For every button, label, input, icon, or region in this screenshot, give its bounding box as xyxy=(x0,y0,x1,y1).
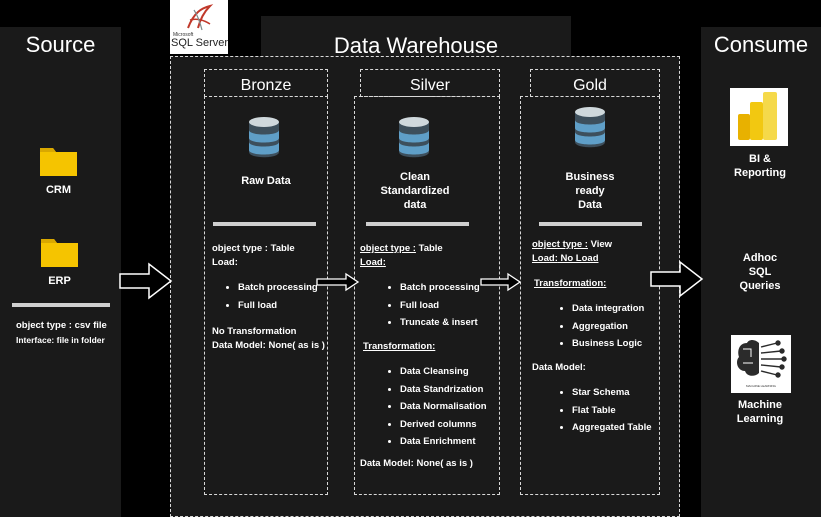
gold-details: object type : View Load: No Load Transfo… xyxy=(532,238,658,439)
silver-load-list: Batch processing Full load Truncate & in… xyxy=(384,281,498,330)
silver-load-label: Load: xyxy=(360,257,386,268)
bi-label-line: BI & xyxy=(749,153,771,165)
silver-divider xyxy=(366,222,469,226)
source-info: object type : csv file Interface: file i… xyxy=(16,319,120,347)
arrow-source-to-warehouse xyxy=(119,262,173,300)
arrow-warehouse-to-consume xyxy=(650,260,704,298)
gold-title: Gold xyxy=(573,77,607,94)
gold-object-type-label: object type : xyxy=(532,239,588,250)
silver-transformation-label: Transformation: xyxy=(363,341,436,352)
silver-box xyxy=(354,96,500,495)
bronze-box xyxy=(204,96,328,495)
silver-object-type-label: object type : xyxy=(360,243,416,254)
warehouse-title: Data Warehouse xyxy=(333,33,499,58)
crm-folder-icon[interactable] xyxy=(40,145,77,176)
gold-load: Load: No Load xyxy=(532,252,658,266)
list-item: Batch processing xyxy=(400,281,498,295)
machine-learning-icon[interactable]: MACHINE LEARNING xyxy=(731,335,791,393)
adhoc-label-line: Queries xyxy=(739,280,781,292)
erp-label: ERP xyxy=(48,275,71,287)
silver-data-model: Data Model: None( as is ) xyxy=(360,458,473,469)
bronze-object-type: object type : Table xyxy=(212,243,295,254)
list-item: Data integration xyxy=(572,302,658,316)
silver-object-type: object type : Table xyxy=(360,242,498,256)
list-item: Batch processing xyxy=(238,281,326,295)
arrow-bronze-to-silver xyxy=(316,272,360,292)
silver-title: Silver xyxy=(409,77,450,94)
warehouse-title-tab xyxy=(261,16,571,58)
sql-server-logo: Microsoft SQL Server xyxy=(170,0,228,54)
gold-box xyxy=(520,96,660,495)
list-item: Derived columns xyxy=(400,418,498,432)
bronze-database-icon xyxy=(249,117,279,158)
bronze-title: Bronze xyxy=(240,77,292,94)
silver-caption-line: Clean xyxy=(400,171,430,183)
bronze-load-list: Batch processing Full load xyxy=(222,281,326,313)
adhoc-label-line: SQL xyxy=(748,266,772,278)
gold-transformation-list: Data integration Aggregation Business Lo… xyxy=(556,302,658,351)
erp-folder-icon[interactable] xyxy=(41,236,78,267)
list-item: Star Schema xyxy=(572,386,658,400)
silver-transformation-list: Data Cleansing Data Standrization Data N… xyxy=(384,365,498,449)
list-item: Data Cleansing xyxy=(400,365,498,379)
list-item: Data Enrichment xyxy=(400,435,498,449)
list-item: Data Normalisation xyxy=(400,400,498,414)
gold-transformation-label: Transformation: xyxy=(534,278,607,289)
bronze-data-model: Data Model: None( as is ) xyxy=(212,339,325,351)
list-item: Aggregated Table xyxy=(572,421,658,435)
machine-learning-icon-caption: MACHINE LEARNING xyxy=(745,384,776,388)
list-item: Business Logic xyxy=(572,337,658,351)
source-object-type: object type : csv file xyxy=(16,320,107,331)
adhoc-sql-label: Adhoc SQL Queries xyxy=(716,251,804,293)
gold-data-model-label: Data Model: xyxy=(532,362,586,373)
sql-server-logo-text: SQL Server xyxy=(171,37,229,49)
gold-database-icon xyxy=(575,107,605,148)
ml-label-line: Machine xyxy=(737,399,782,411)
gold-caption: Business ready Data xyxy=(530,170,650,212)
ml-label-line: Learning xyxy=(736,413,784,425)
sql-server-icon xyxy=(187,4,214,31)
crm-label: CRM xyxy=(45,184,72,196)
bronze-details: object type : Table Load: Batch processi… xyxy=(212,242,326,353)
list-item: Full load xyxy=(238,299,326,313)
list-item: Truncate & insert xyxy=(400,316,498,330)
source-panel xyxy=(0,27,121,517)
source-divider xyxy=(12,303,110,307)
list-item: Flat Table xyxy=(572,404,658,418)
bronze-transformation-note: No Transformation xyxy=(212,325,297,337)
bronze-divider xyxy=(213,222,316,226)
silver-database-icon xyxy=(399,117,429,158)
silver-caption: Clean Standardized data xyxy=(354,170,476,212)
silver-object-type-value: Table xyxy=(415,243,443,254)
silver-caption-line: data xyxy=(403,199,427,211)
machine-learning-label: Machine Learning xyxy=(716,398,804,426)
list-item: Aggregation xyxy=(572,320,658,334)
gold-load-value: No Load xyxy=(557,253,599,264)
gold-divider xyxy=(539,222,642,226)
consume-title: Consume xyxy=(713,32,809,57)
silver-caption-line: Standardized xyxy=(380,185,450,197)
gold-object-type: object type : View xyxy=(532,238,658,252)
gold-caption-line: ready xyxy=(575,185,605,197)
power-bi-icon[interactable] xyxy=(730,88,788,146)
gold-load-label: Load: xyxy=(532,253,558,264)
bronze-caption: Raw Data xyxy=(241,175,291,187)
gold-caption-line: Data xyxy=(578,199,602,211)
gold-object-type-value: View xyxy=(587,239,613,250)
gold-caption-line: Business xyxy=(565,171,615,183)
adhoc-label-line: Adhoc xyxy=(742,252,778,264)
source-interface: Interface: file in folder xyxy=(16,335,105,345)
source-title: Source xyxy=(25,32,96,57)
bronze-load-label: Load: xyxy=(212,257,238,268)
bi-reporting-label: BI & Reporting xyxy=(716,152,804,180)
list-item: Data Standrization xyxy=(400,383,498,397)
gold-data-model-list: Star Schema Flat Table Aggregated Table xyxy=(556,386,658,435)
list-item: Full load xyxy=(400,299,498,313)
bi-label-line: Reporting xyxy=(734,167,786,179)
sql-server-logo-small: Microsoft xyxy=(173,32,194,38)
arrow-silver-to-gold xyxy=(480,272,522,292)
silver-details: object type : Table Load: Batch processi… xyxy=(360,242,498,471)
